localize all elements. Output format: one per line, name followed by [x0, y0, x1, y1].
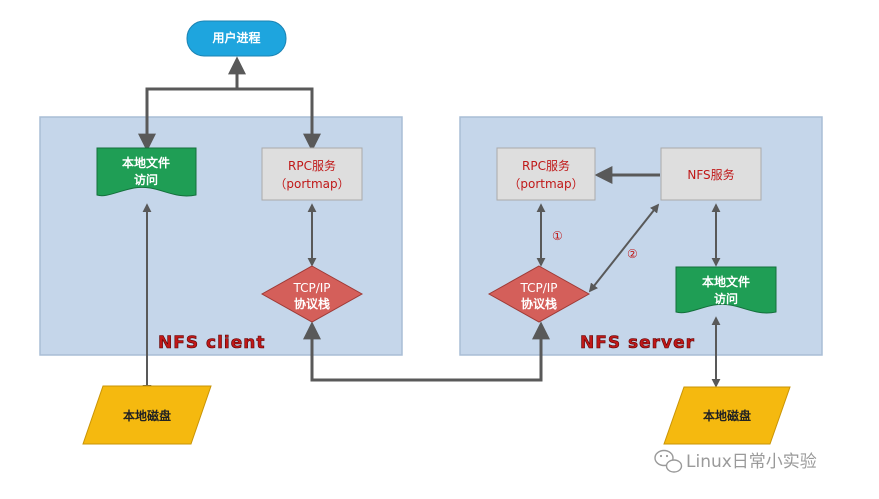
client-file-access-node — [96, 147, 197, 197]
user-process-node — [186, 20, 287, 57]
client-file-access-label-2: 访问 — [134, 172, 158, 187]
server-rpc-label-2: （portmap） — [508, 177, 583, 191]
connectors — [138, 56, 721, 394]
watermark-text: Linux日常小实验 — [686, 452, 817, 472]
server-step-2: ② — [627, 247, 638, 261]
server-nfs-service-node — [660, 147, 762, 201]
server-file-access-label-1: 本地文件 — [702, 274, 750, 289]
server-file-access-label-2: 访问 — [714, 291, 738, 306]
server-tcpip-node — [487, 265, 591, 323]
server-tcpip-label-1: TCP/IP — [519, 281, 557, 295]
client-rpc-label-1: RPC服务 — [288, 158, 336, 173]
server-step-1: ① — [552, 229, 563, 243]
client-tcpip-node — [260, 265, 364, 323]
server-disk-node — [663, 386, 791, 445]
server-rpc-node — [496, 147, 596, 201]
user-process-connector — [138, 87, 321, 152]
server-disk-label: 本地磁盘 — [703, 408, 751, 423]
client-disk-node — [82, 385, 212, 445]
client-file-access-label-1: 本地文件 — [122, 155, 170, 170]
client-tcpip-label-1: TCP/IP — [292, 281, 330, 295]
server-file-access-node — [675, 266, 777, 314]
server-nfs-service-label: NFS服务 — [687, 167, 734, 182]
network-link — [303, 321, 550, 382]
client-disk-label: 本地磁盘 — [123, 408, 171, 423]
server-nfs-tcpip-link — [588, 203, 660, 293]
client-rpc-node — [261, 147, 363, 201]
wechat-icon — [654, 449, 683, 473]
user-process-label: 用户进程 — [211, 30, 260, 45]
server-tcpip-label-2: 协议栈 — [521, 296, 557, 311]
nfs-client-title: NFS client — [158, 333, 266, 353]
client-tcpip-label-2: 协议栈 — [294, 296, 330, 311]
nfs-server-title: NFS server — [580, 333, 695, 353]
server-rpc-label-1: RPC服务 — [522, 158, 570, 173]
client-rpc-label-2: （portmap） — [274, 177, 349, 191]
